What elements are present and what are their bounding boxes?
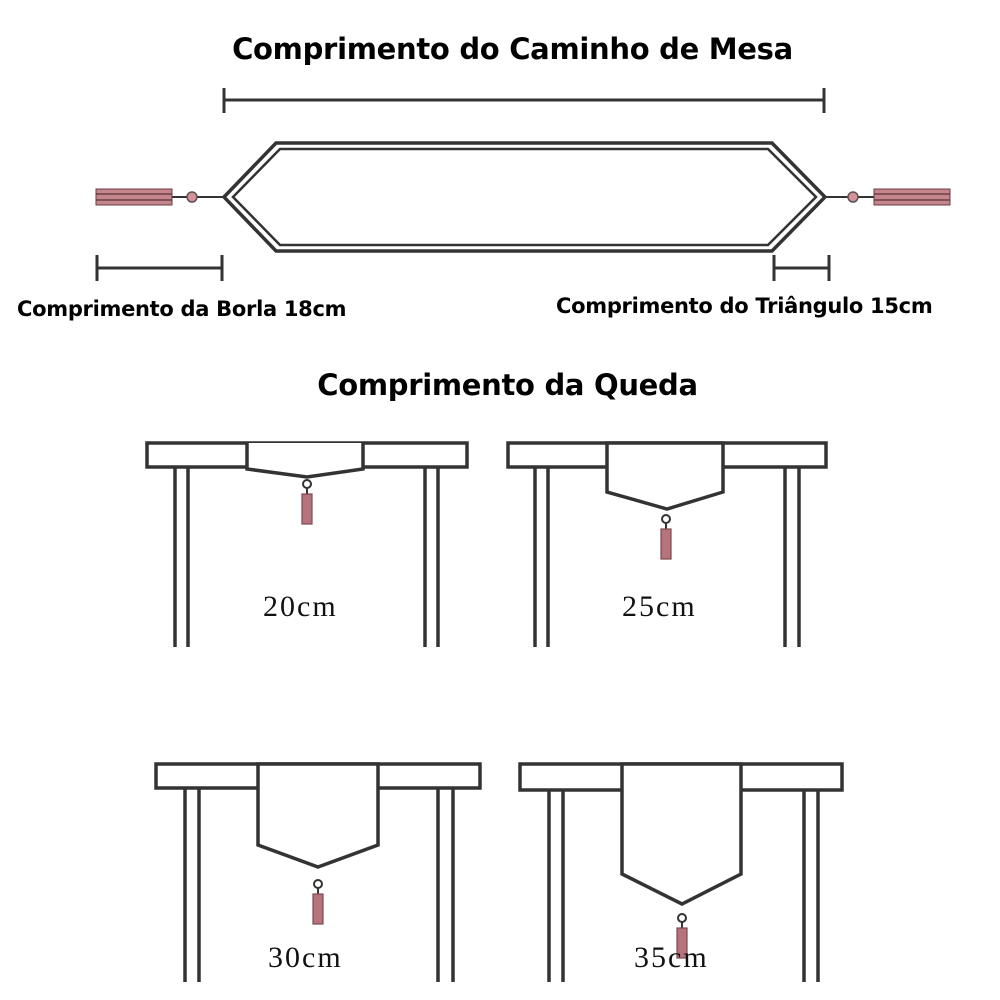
table-drop-25cm — [506, 441, 828, 647]
tassel-20cm — [301, 479, 313, 525]
tassel-30cm — [312, 879, 324, 925]
drop-label-30cm: 30cm — [268, 941, 343, 974]
page-title: Comprimento do Caminho de Mesa — [232, 32, 793, 66]
triangle-length-label: Comprimento do Triângulo 15cm — [556, 294, 933, 318]
tassel-length-label: Comprimento da Borla 18cm — [17, 297, 347, 321]
triangle-length-dimension — [772, 255, 831, 281]
drop-label-20cm: 20cm — [263, 590, 338, 623]
drop-label-25cm: 25cm — [622, 590, 697, 623]
table-drop-30cm — [154, 762, 482, 982]
tassel-length-dimension — [95, 255, 224, 281]
table-drop-35cm — [518, 762, 844, 982]
left-tassel — [95, 188, 224, 206]
drop-label-35cm: 35cm — [634, 941, 709, 974]
table-drop-20cm — [145, 441, 469, 647]
drop-section-title: Comprimento da Queda — [317, 368, 698, 402]
table-runner-shape — [221, 141, 828, 253]
runner-length-dimension — [222, 88, 826, 113]
right-tassel — [825, 188, 951, 206]
tassel-25cm — [660, 514, 672, 560]
